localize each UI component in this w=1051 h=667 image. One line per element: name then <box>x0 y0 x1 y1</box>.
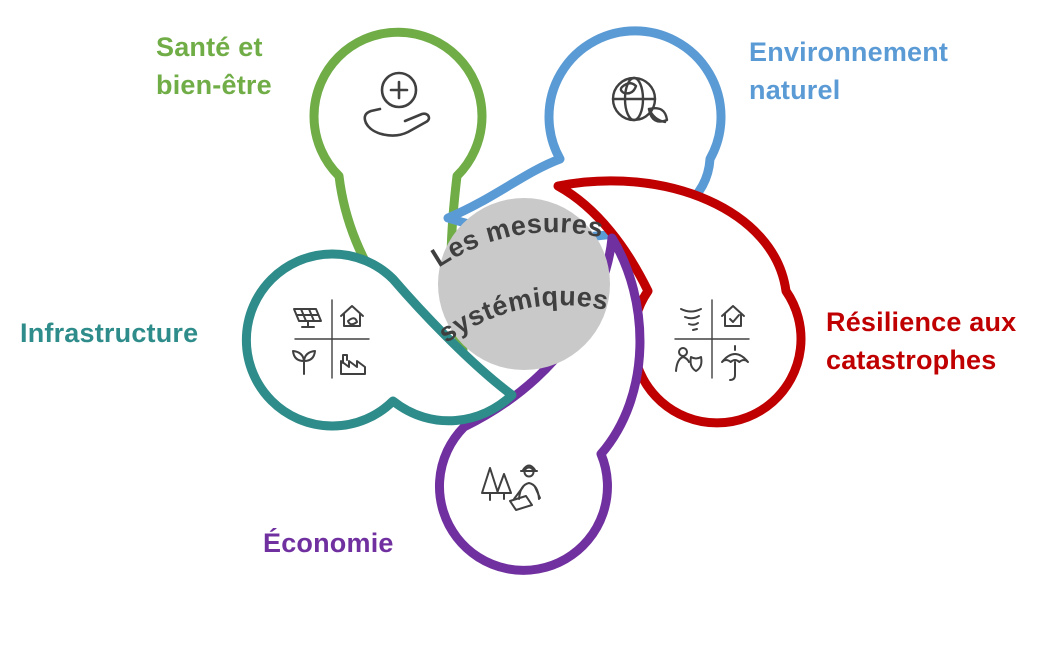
petal-infrastructure-shape <box>241 249 517 431</box>
petal-label-sante: Santé et bien-être <box>156 32 272 101</box>
petal-label-resilience: Résilience aux catastrophes <box>826 307 1017 376</box>
health-cross-hand-icon <box>363 71 431 137</box>
petal-label-infrastructure: Infrastructure <box>20 318 199 348</box>
petal-label-environnement: Environnement naturel <box>749 37 949 106</box>
center-circle <box>438 198 610 370</box>
petal-label-economie: Économie <box>263 528 394 558</box>
surveyor-forest-icon <box>481 464 541 511</box>
disaster-resilience-icon <box>674 299 750 381</box>
globe-leaf-icon <box>611 76 669 124</box>
infrastructure-grid-icon <box>292 299 370 379</box>
